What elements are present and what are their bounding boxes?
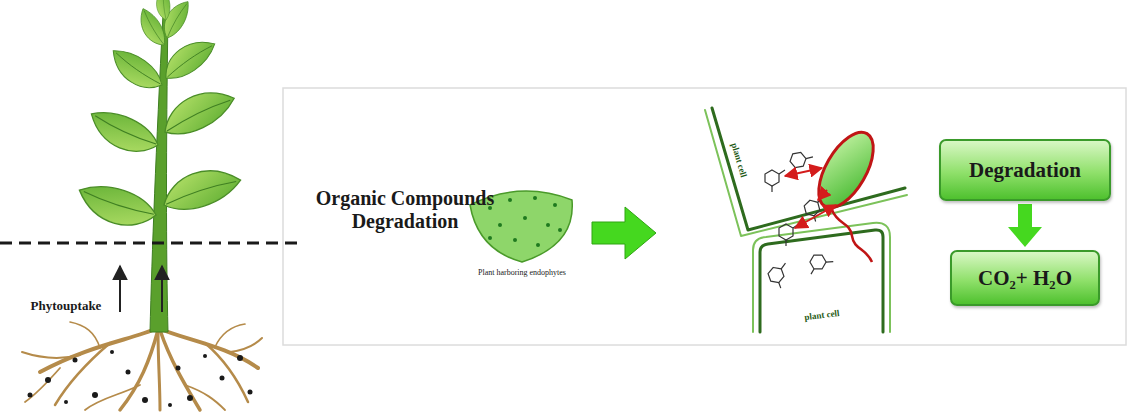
plant-stem bbox=[150, 14, 168, 332]
uptake-arrow bbox=[119, 266, 121, 312]
box-text: Degradation bbox=[969, 158, 1081, 183]
flow-arrow bbox=[1018, 204, 1032, 227]
uptake-arrow bbox=[161, 266, 163, 312]
cell-label: plant cell bbox=[726, 130, 753, 190]
box-text: CO₂+ H₂O bbox=[978, 266, 1072, 291]
icon-caption: Plant harboring endophytes bbox=[457, 268, 587, 277]
bacterium bbox=[808, 124, 885, 262]
process-arrow bbox=[592, 207, 656, 259]
ground-line bbox=[0, 242, 300, 245]
soil-particles bbox=[28, 350, 253, 407]
interaction-arrows bbox=[785, 168, 836, 228]
section-title: Organic Compounds Degradation bbox=[292, 187, 518, 233]
zone-label: Phytouptake bbox=[6, 299, 126, 314]
panel-frame bbox=[283, 88, 1126, 345]
plant-leaves bbox=[73, 0, 245, 235]
endophyte-dots bbox=[488, 196, 562, 247]
plant-roots bbox=[22, 322, 262, 410]
process-box: Degradation bbox=[939, 139, 1111, 201]
plant-cells bbox=[705, 108, 907, 332]
cell-label: plant cell bbox=[787, 306, 858, 325]
process-box: CO₂+ H₂O bbox=[950, 250, 1100, 306]
